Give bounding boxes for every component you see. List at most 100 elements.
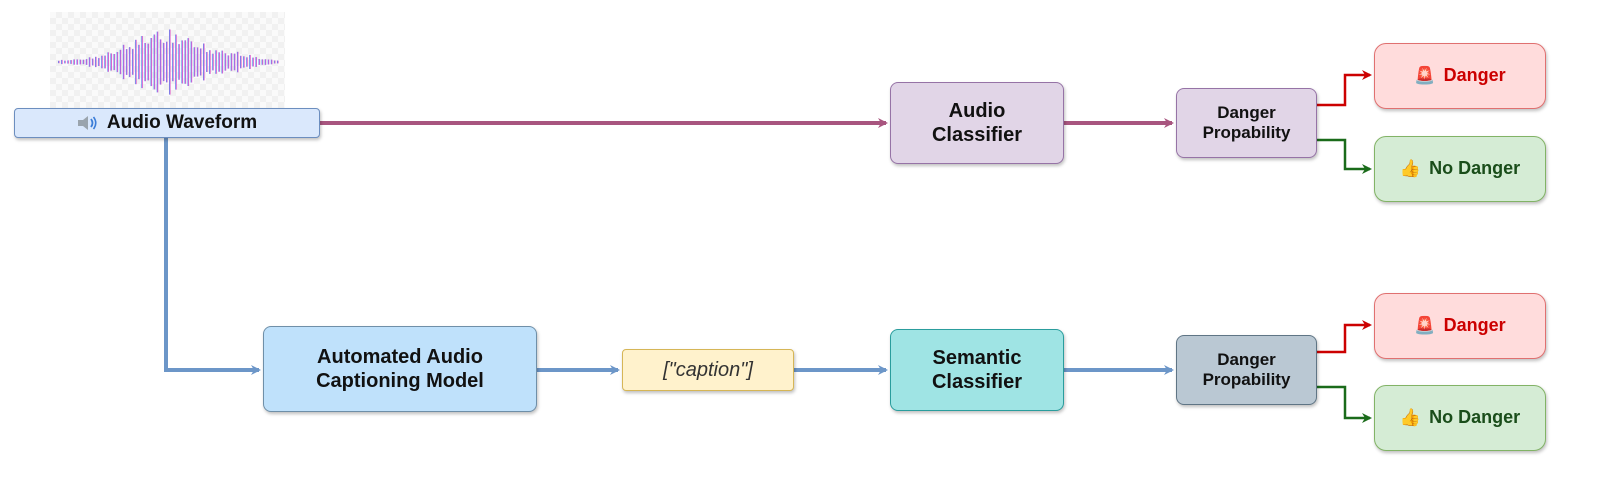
waveform-bar: [162, 42, 165, 82]
waveform-bar: [132, 49, 134, 75]
waveform-bar: [212, 53, 214, 71]
waveform-bar: [187, 38, 190, 86]
waveform-bar: [122, 44, 125, 80]
waveform-bar: [261, 59, 264, 65]
waveform-bar: [236, 51, 239, 73]
waveform-bar: [119, 49, 122, 75]
waveform-bar: [61, 59, 63, 65]
no-danger-outcome-bottom: 👍 No Danger: [1374, 385, 1546, 451]
waveform-bar: [125, 49, 128, 75]
waveform-bar: [110, 53, 112, 71]
waveform-bar: [73, 59, 75, 65]
danger-outcome-top: 🚨 Danger: [1374, 43, 1546, 109]
waveform-bar: [178, 44, 180, 80]
waveform-bar: [264, 59, 267, 65]
waveform-bar: [101, 55, 103, 69]
waveform-bar: [221, 50, 224, 74]
danger-label: Danger: [1443, 65, 1506, 86]
waveform-bar: [128, 47, 131, 77]
waveform-bar: [246, 57, 248, 67]
waveform-bar: [196, 47, 199, 77]
waveform-bar: [203, 43, 205, 81]
thumbs-up-icon: 👍: [1399, 407, 1422, 428]
danger-label: Danger: [1443, 315, 1506, 336]
waveform-graphic: [58, 29, 279, 95]
waveform-bar: [169, 29, 171, 95]
waveform-bar: [277, 60, 279, 64]
waveform-bar: [181, 40, 183, 84]
waveform-bar: [270, 59, 273, 65]
no-danger-label: No Danger: [1429, 158, 1521, 179]
waveform-bar: [82, 59, 85, 65]
waveform-bar: [218, 52, 220, 72]
arrow-bottom-to-danger: [1317, 320, 1372, 354]
danger-outcome-bottom: 🚨 Danger: [1374, 293, 1546, 359]
no-danger-outcome-top: 👍 No Danger: [1374, 136, 1546, 202]
waveform-bar: [79, 59, 82, 65]
waveform-bar: [175, 34, 177, 90]
no-danger-label: No Danger: [1429, 407, 1521, 428]
waveform-bar: [193, 47, 196, 77]
audio-captioning-model-node: Automated Audio Captioning Model: [263, 326, 537, 412]
waveform-bar: [240, 55, 242, 69]
waveform-bar: [138, 44, 140, 80]
waveform-bar: [243, 56, 245, 68]
audio-classifier-node: Audio Classifier: [890, 82, 1064, 164]
waveform-bar: [230, 53, 233, 71]
waveform-bar: [209, 50, 211, 74]
waveform-bar: [224, 53, 227, 71]
waveform-bar: [172, 42, 174, 82]
waveform-bar: [64, 60, 66, 64]
waveform-bar: [58, 60, 60, 64]
arrow-bottom-to-no-danger: [1317, 385, 1372, 423]
waveform-bar: [159, 39, 162, 85]
waveform-bar: [147, 43, 150, 81]
waveform-bar: [190, 41, 193, 83]
waveform-bar: [113, 54, 116, 71]
waveform-bar: [273, 60, 276, 64]
waveform-bar: [88, 57, 91, 67]
waveform-bar: [91, 58, 94, 66]
waveform-bar: [104, 55, 106, 69]
waveform-bar: [70, 60, 72, 64]
danger-probability-node-bottom: Danger Propability: [1176, 335, 1317, 405]
waveform-bar: [141, 36, 143, 89]
arrow-top-to-danger: [1317, 70, 1372, 107]
waveform-bar: [227, 55, 230, 69]
waveform-bar: [206, 52, 208, 72]
waveform-bar: [144, 42, 146, 82]
caption-node: ["caption"]: [622, 349, 794, 391]
thumbs-up-icon: 👍: [1399, 158, 1422, 179]
waveform-bar: [150, 38, 153, 87]
waveform-bar: [156, 31, 159, 93]
waveform-bar: [215, 50, 217, 74]
waveform-bar: [107, 52, 109, 72]
arrow-top-to-no-danger: [1317, 138, 1372, 174]
waveform-image: [50, 12, 285, 108]
waveform-bar: [153, 34, 156, 90]
waveform-bar: [95, 56, 97, 68]
waveform-bar: [249, 54, 251, 69]
waveform-bar: [199, 48, 202, 76]
audio-waveform-label: Audio Waveform: [106, 111, 258, 133]
danger-probability-node-top: Danger Propability: [1176, 88, 1317, 158]
waveform-bar: [252, 57, 254, 67]
speaker-icon: [77, 114, 99, 132]
waveform-bar: [267, 59, 270, 65]
audio-waveform-node: Audio Waveform: [14, 108, 320, 138]
waveform-bar: [233, 53, 236, 71]
siren-icon: 🚨: [1414, 65, 1436, 86]
waveform-bar: [67, 60, 69, 64]
waveform-bar: [258, 59, 261, 65]
semantic-classifier-node: Semantic Classifier: [890, 329, 1064, 411]
siren-icon: 🚨: [1414, 315, 1436, 336]
waveform-bar: [116, 52, 119, 73]
waveform-bar: [135, 39, 137, 85]
waveform-bar: [85, 59, 88, 65]
waveform-bar: [98, 58, 100, 66]
arrow-waveform-to-captioning: [164, 138, 261, 375]
waveform-bar: [255, 57, 257, 67]
waveform-bar: [76, 59, 79, 65]
